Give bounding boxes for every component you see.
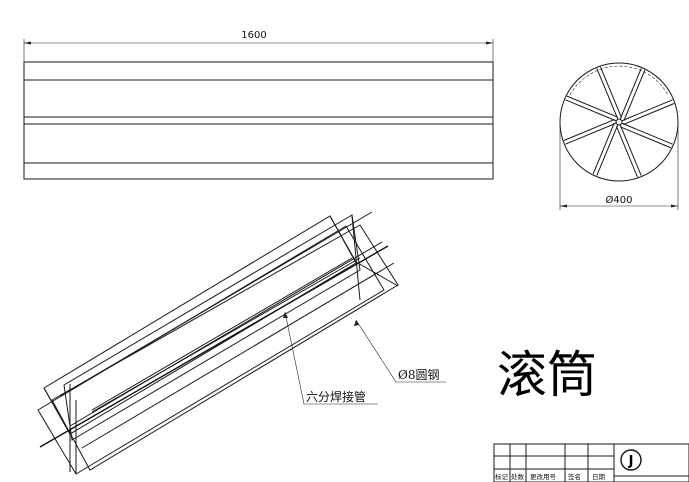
spoke-5-b — [600, 66, 623, 118]
diameter-dimension-text: Ø400 — [606, 194, 633, 206]
welded-pipe-callout: 六分焊接管 — [306, 389, 366, 404]
spoke-4-b — [566, 95, 618, 118]
spoke-2-a — [596, 124, 619, 176]
spoke-0-a — [621, 122, 673, 145]
spoke-2-b — [592, 123, 615, 175]
drawing-title: 滚筒 — [497, 346, 597, 404]
axle-pipe — [39, 245, 389, 448]
title-block-label-mark: 标记 — [495, 472, 509, 481]
callout-leaders — [283, 311, 446, 405]
spoke-3-a — [565, 122, 617, 145]
side-view: Ø400 — [559, 62, 679, 210]
diameter-dimension: Ø400 — [559, 122, 679, 210]
round-steel-callout: Ø8圆钢 — [398, 368, 439, 382]
spoke-6-b — [623, 69, 646, 121]
spoke-1-a — [619, 124, 642, 176]
cage-frame — [37, 211, 399, 475]
title-block-label-date: 日期 — [592, 473, 606, 481]
title-block-label-count: 处数 — [511, 472, 525, 481]
spokes — [563, 66, 675, 178]
spoke-4-a — [565, 99, 617, 122]
title-block-label-sign: 签名 — [568, 472, 581, 481]
spoke-6-a — [619, 68, 642, 120]
title-block-label-change: 更改用号 — [530, 472, 557, 481]
spoke-7-a — [621, 99, 673, 122]
front-view: 1600 — [23, 30, 494, 180]
title-block: J 标记 处数 更改用号 签名 日期 — [493, 443, 689, 482]
spoke-1-b — [615, 126, 638, 178]
length-dimension-text: 1600 — [241, 30, 266, 41]
drum-front-outline — [23, 61, 494, 180]
drum-end-circle — [559, 62, 679, 182]
svg-text:J: J — [628, 454, 634, 469]
length-dimension: 1600 — [23, 30, 494, 62]
spoke-0-b — [620, 126, 672, 149]
spoke-5-a — [596, 68, 619, 120]
isometric-view — [37, 211, 399, 475]
spoke-7-b — [623, 103, 675, 126]
logo-icon — [620, 449, 642, 471]
spoke-3-b — [563, 118, 615, 141]
